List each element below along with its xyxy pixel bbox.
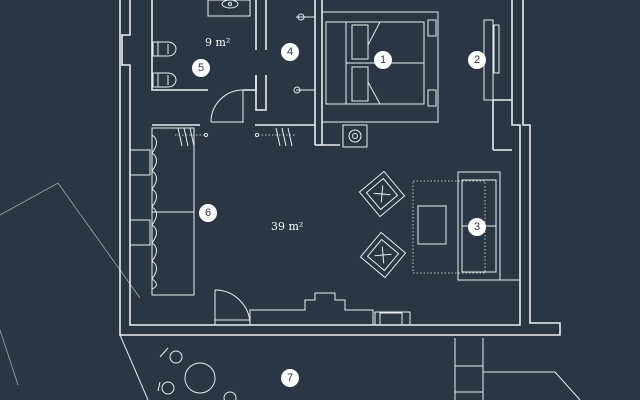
marker-3: 3 (468, 218, 486, 236)
marker-7-label: 7 (287, 372, 293, 384)
wall-notches (249, 270, 520, 326)
marker-7: 7 (281, 369, 299, 387)
rug (412, 180, 486, 274)
marker-5: 5 (192, 59, 210, 77)
marker-1: 1 (374, 51, 392, 69)
marker-5-label: 5 (198, 62, 204, 74)
marker-4: 4 (281, 43, 299, 61)
armchair-icon (359, 231, 407, 279)
table-icon (417, 205, 447, 245)
tv-icon (483, 19, 500, 101)
marker-3-label: 3 (474, 221, 480, 233)
armchair-icon (358, 170, 406, 218)
bathroom-area-label: 9 m² (205, 36, 230, 49)
exterior-lines (0, 182, 581, 400)
bed-icon (321, 11, 439, 123)
marker-1-label: 1 (380, 54, 386, 66)
toilet-icon (152, 41, 177, 57)
marker-6: 6 (199, 204, 217, 222)
marker-2-label: 2 (474, 54, 480, 66)
door-icon (214, 289, 251, 326)
sink-icon (207, 0, 251, 17)
hanger-rails (175, 127, 296, 147)
living-area-label: 39 m² (271, 220, 303, 233)
wardrobe (129, 127, 195, 296)
exterior-walls (119, 0, 561, 336)
shower-icon (293, 13, 315, 94)
marker-6-label: 6 (205, 207, 211, 219)
marker-4-label: 4 (287, 46, 293, 58)
toilet-icon (152, 72, 177, 88)
outdoor-table-icon (157, 347, 237, 400)
stove-icon (342, 124, 368, 148)
door-icon (210, 89, 244, 123)
marker-2: 2 (468, 51, 486, 69)
